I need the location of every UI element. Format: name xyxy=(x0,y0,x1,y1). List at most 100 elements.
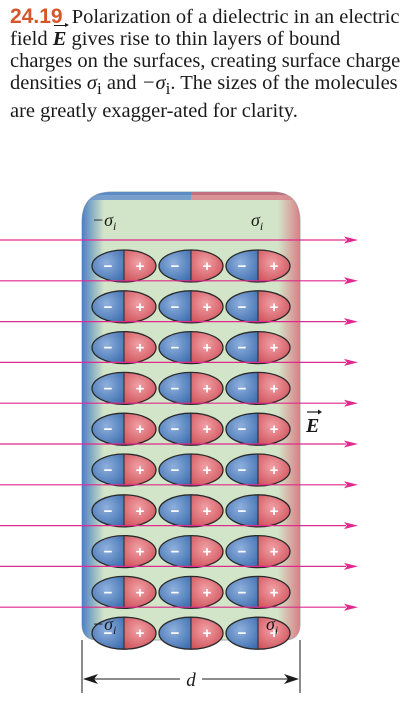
plus-sign: + xyxy=(136,340,145,357)
minus-sign: − xyxy=(238,299,247,316)
caption-text-3: and xyxy=(101,72,142,94)
molecule: −+ xyxy=(225,616,291,650)
molecule: −+ xyxy=(91,575,157,610)
plus-sign: + xyxy=(270,340,279,357)
molecule: −+ xyxy=(91,453,157,487)
plus-sign: + xyxy=(270,625,279,642)
minus-sign: − xyxy=(238,503,247,520)
plus-sign: + xyxy=(136,421,145,438)
sigma-positive: σ xyxy=(86,72,97,94)
electric-field-lines xyxy=(0,236,358,611)
caption-text-1: Polarization of a dielectric in an elect… xyxy=(10,6,400,50)
molecule: −+ xyxy=(225,412,291,446)
plus-sign: + xyxy=(270,258,279,275)
molecule: −+ xyxy=(158,249,224,283)
plus-sign: + xyxy=(270,380,279,397)
figure-caption: 24.19 Polarization of a dielectric in an… xyxy=(10,5,405,123)
field-line xyxy=(0,603,358,611)
width-label: d xyxy=(186,670,196,691)
minus-sign: − xyxy=(171,421,180,438)
plus-sign: + xyxy=(136,380,145,397)
plus-sign: + xyxy=(203,503,212,520)
sigma-negative: −σ xyxy=(141,72,166,94)
minus-sign: − xyxy=(104,462,113,479)
minus-sign: − xyxy=(171,462,180,479)
minus-sign: − xyxy=(104,584,113,601)
molecule: −+ xyxy=(158,534,224,569)
molecule: −+ xyxy=(158,575,224,610)
plus-sign: + xyxy=(203,380,212,397)
label-top-left: −σi xyxy=(92,210,116,233)
molecule: −+ xyxy=(91,330,157,365)
plus-sign: + xyxy=(136,625,145,642)
minus-sign: − xyxy=(171,380,180,397)
minus-sign: − xyxy=(104,503,113,520)
molecule: −+ xyxy=(158,330,224,365)
minus-sign: − xyxy=(171,258,180,275)
minus-sign: − xyxy=(171,503,180,520)
plus-sign: + xyxy=(203,421,212,438)
plus-sign: + xyxy=(270,584,279,601)
molecule-grid: −+−+−+−+−+−+−+−+−+−+−+−+−+−+−+−+−+−+−+−+… xyxy=(91,249,291,650)
label-bottom-right: σi xyxy=(266,614,278,637)
plus-sign: + xyxy=(203,299,212,316)
field-line xyxy=(0,522,358,530)
molecule: −+ xyxy=(225,534,291,569)
molecule: −+ xyxy=(158,453,224,487)
field-line xyxy=(0,358,358,366)
sigma-negative-subscript: i xyxy=(165,79,171,99)
molecule: −+ xyxy=(225,290,291,324)
minus-sign: − xyxy=(238,584,247,601)
molecule: −+ xyxy=(91,249,157,283)
plus-sign: + xyxy=(203,462,212,479)
minus-sign: − xyxy=(238,625,247,642)
field-line xyxy=(0,318,358,326)
plus-sign: + xyxy=(136,462,145,479)
minus-sign: − xyxy=(104,544,113,561)
plus-sign: + xyxy=(270,421,279,438)
minus-sign: − xyxy=(171,544,180,561)
minus-sign: − xyxy=(171,340,180,357)
plus-sign: + xyxy=(203,258,212,275)
minus-sign: − xyxy=(104,625,113,642)
molecule: −+ xyxy=(91,412,157,446)
molecule: −+ xyxy=(225,371,291,406)
minus-sign: − xyxy=(171,625,180,642)
plus-sign: + xyxy=(203,544,212,561)
plus-sign: + xyxy=(270,462,279,479)
minus-sign: − xyxy=(238,340,247,357)
minus-sign: − xyxy=(171,299,180,316)
figure-number: 24.19 xyxy=(10,5,63,28)
plus-sign: + xyxy=(270,299,279,316)
molecule: −+ xyxy=(225,249,291,283)
molecule: −+ xyxy=(158,290,224,324)
plus-sign: + xyxy=(270,544,279,561)
plus-sign: + xyxy=(136,503,145,520)
field-symbol-caption: E xyxy=(52,28,67,50)
field-line xyxy=(0,399,358,407)
minus-sign: − xyxy=(238,258,247,275)
molecule: −+ xyxy=(225,494,291,528)
plus-sign: + xyxy=(136,299,145,316)
minus-sign: − xyxy=(104,380,113,397)
caption-text-4: . The sizes of the molecules are greatly… xyxy=(10,72,398,123)
minus-sign: − xyxy=(238,380,247,397)
minus-sign: − xyxy=(104,340,113,357)
molecule: −+ xyxy=(225,453,291,487)
field-line xyxy=(0,236,358,244)
plus-sign: + xyxy=(136,544,145,561)
caption-text-2: gives rise to thin layers of bound charg… xyxy=(10,28,401,94)
field-symbol: E xyxy=(305,415,319,437)
label-top-right: σi xyxy=(251,210,263,233)
molecule: −+ xyxy=(158,371,224,406)
field-line xyxy=(0,440,358,448)
minus-sign: − xyxy=(238,421,247,438)
plus-sign: + xyxy=(136,584,145,601)
molecule: −+ xyxy=(225,575,291,610)
molecule: −+ xyxy=(91,494,157,528)
field-line xyxy=(0,481,358,489)
field-label: E xyxy=(305,409,322,437)
plus-sign: + xyxy=(136,258,145,275)
minus-sign: − xyxy=(238,544,247,561)
